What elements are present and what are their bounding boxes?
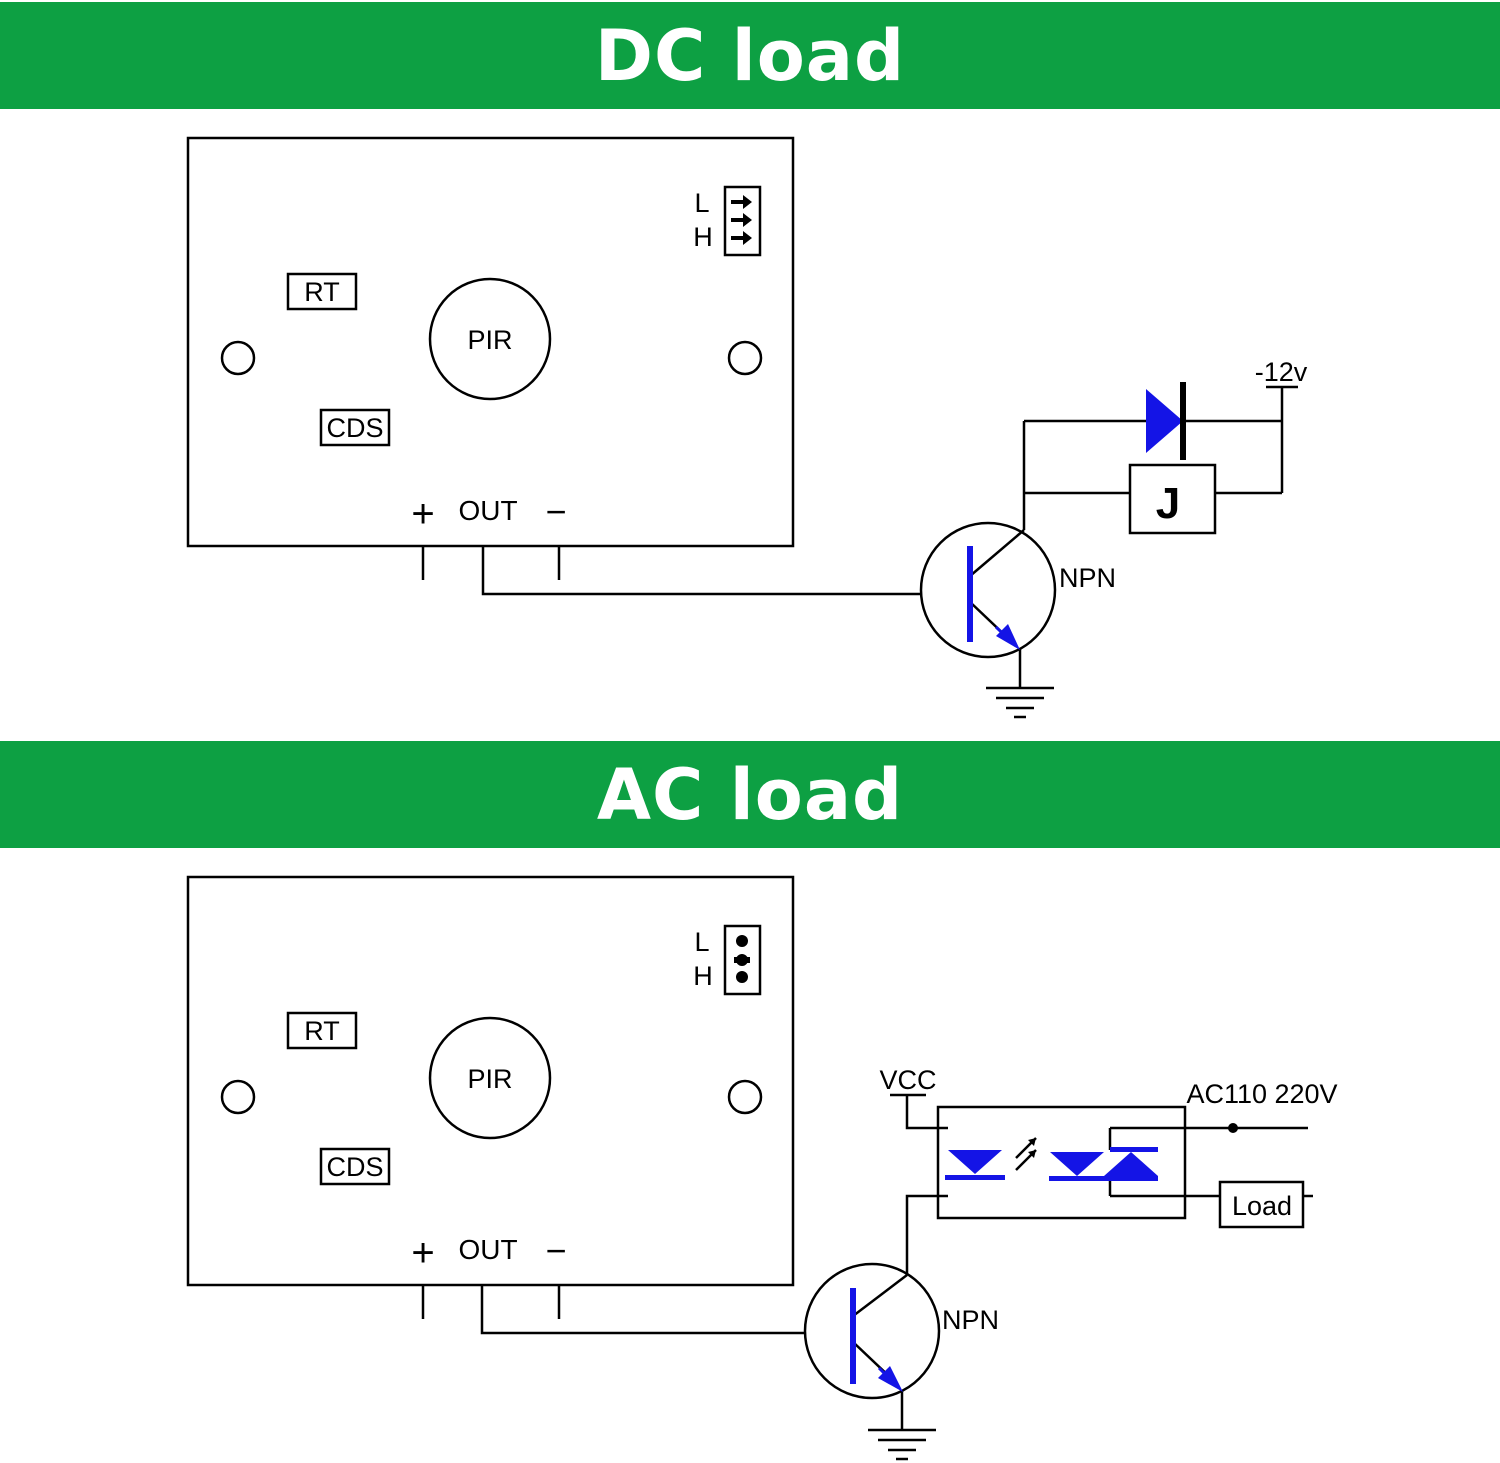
minus-label: − xyxy=(545,491,566,532)
ac-load-diagram: RT PIR CDS L H + OUT − VCC AC110 220V Lo… xyxy=(186,875,1338,1461)
plus-label: + xyxy=(411,1231,434,1275)
dc-load-diagram: RT PIR CDS L H + OUT − -12v J NPN xyxy=(186,136,1308,719)
npn-label: NPN xyxy=(942,1305,999,1335)
junction-dot xyxy=(1228,1123,1238,1133)
pir-label: PIR xyxy=(467,325,512,355)
out-label: OUT xyxy=(458,1234,517,1265)
cds-box xyxy=(319,408,391,447)
dc-load-title: DC load xyxy=(594,14,906,97)
supply-label: -12v xyxy=(1255,357,1308,387)
minus-label: − xyxy=(545,1230,566,1271)
jumper-l-label: L xyxy=(694,188,709,218)
plus-label: + xyxy=(411,492,434,536)
pir-sensor xyxy=(428,277,552,401)
jumper-h-label: H xyxy=(693,222,713,252)
mount-hole-left xyxy=(220,340,256,376)
ac-load-title: AC load xyxy=(596,753,904,836)
pir-label: PIR xyxy=(467,1064,512,1094)
mount-hole-right xyxy=(727,1079,763,1115)
rt-label: RT xyxy=(304,1016,340,1046)
rt-label: RT xyxy=(304,277,340,307)
optocoupler xyxy=(936,1105,1187,1220)
rt-box xyxy=(286,272,358,311)
out-label: OUT xyxy=(458,495,517,526)
sensor-board xyxy=(186,875,795,1287)
jumper-dots-icon xyxy=(734,935,750,983)
cds-label: CDS xyxy=(326,413,383,443)
pir-sensor xyxy=(428,1016,552,1140)
opto-triac-icon xyxy=(1049,1147,1158,1181)
jumper-l-label: L xyxy=(694,927,709,957)
dc-load-banner: DC load xyxy=(0,2,1500,109)
jumper-block xyxy=(723,924,762,996)
npn-emitter-arrow xyxy=(878,1366,903,1392)
npn-emitter-arrow xyxy=(996,624,1020,650)
npn-transistor-body xyxy=(803,1262,941,1400)
vcc-label: VCC xyxy=(879,1065,936,1095)
cds-label: CDS xyxy=(326,1152,383,1182)
load-box xyxy=(1218,1180,1305,1229)
jumper-block xyxy=(723,185,762,257)
relay-label: J xyxy=(1156,479,1180,528)
mount-hole-left xyxy=(220,1079,256,1115)
cds-box xyxy=(319,1147,391,1186)
relay-coil xyxy=(1128,463,1217,535)
mount-hole-right xyxy=(727,340,763,376)
sensor-board xyxy=(186,136,795,548)
npn-transistor-body xyxy=(919,521,1057,659)
rt-box xyxy=(286,1011,358,1050)
opto-led-icon xyxy=(945,1150,1005,1180)
mains-label: AC110 220V xyxy=(1186,1079,1337,1109)
load-label: Load xyxy=(1232,1191,1292,1221)
jumper-arrows-icon xyxy=(731,195,752,245)
ac-load-banner: AC load xyxy=(0,741,1500,848)
jumper-h-label: H xyxy=(693,961,713,991)
npn-label: NPN xyxy=(1059,563,1116,593)
flyback-diode xyxy=(1146,389,1183,453)
